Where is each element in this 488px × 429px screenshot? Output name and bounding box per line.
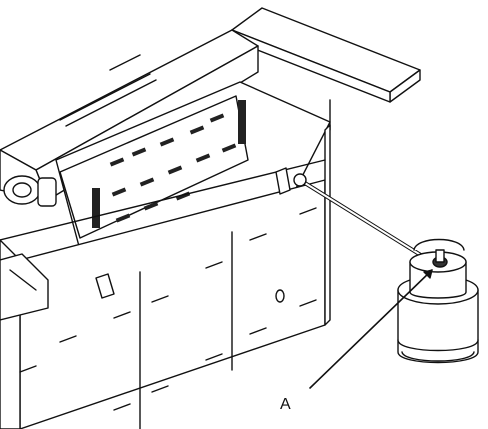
door-handles [19, 207, 317, 411]
propane-tank [397, 238, 479, 364]
gas-hose [293, 173, 434, 264]
callout-leader-line [309, 269, 433, 389]
heat-shield-slots [92, 100, 246, 228]
firebox [55, 81, 331, 251]
callout-label-a: A [280, 396, 291, 413]
regulator-bracket [95, 167, 291, 299]
side-burner [0, 253, 49, 321]
grill-handle [3, 175, 57, 207]
side-shelf [231, 7, 421, 131]
